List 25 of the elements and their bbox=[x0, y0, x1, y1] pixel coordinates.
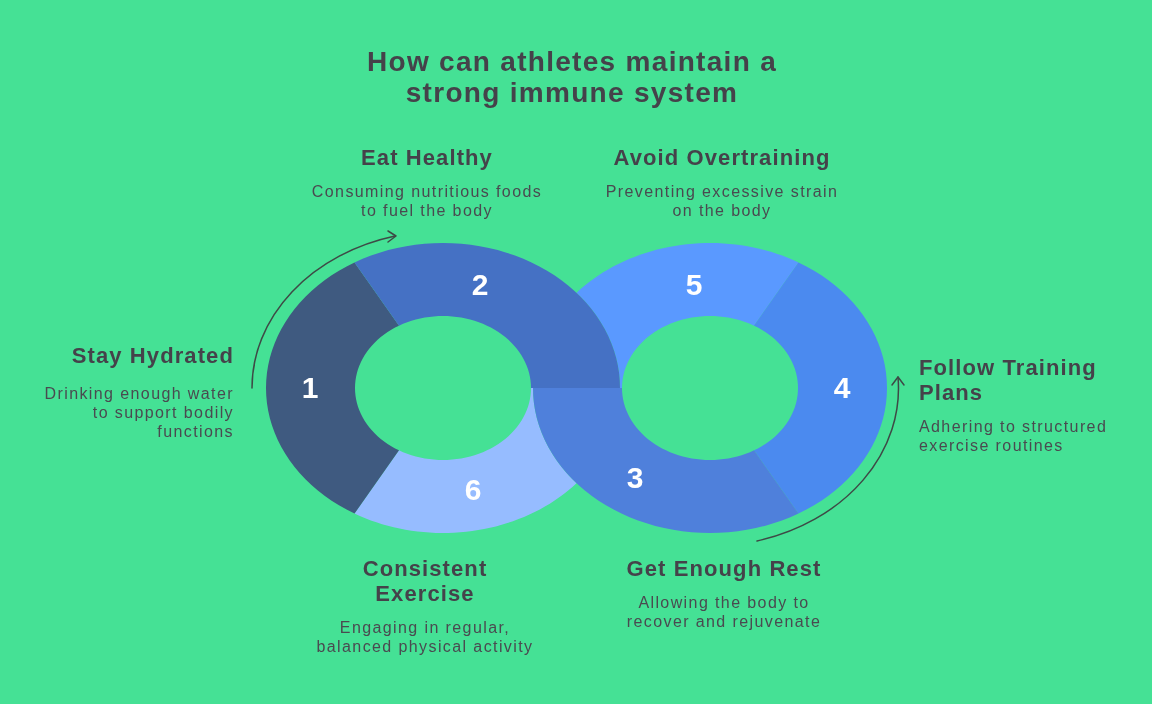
step-heading: Follow Training Plans bbox=[919, 355, 1098, 405]
step-number: 1 bbox=[301, 373, 319, 403]
ring-segment bbox=[576, 243, 799, 388]
ring-segment bbox=[266, 262, 399, 514]
step-number: 3 bbox=[626, 463, 644, 493]
ring-segment bbox=[533, 388, 799, 533]
ring-segment bbox=[354, 243, 620, 388]
ring-segment bbox=[354, 388, 577, 533]
step-number: 4 bbox=[833, 373, 851, 403]
step-description: Allowing the body to recover and rejuvenate bbox=[625, 593, 823, 631]
step-description: Drinking enough water to support bodily functions bbox=[43, 384, 234, 441]
step-description: Preventing excessive strain on the body bbox=[604, 182, 840, 220]
step-description: Consuming nutritious foods to fuel the body bbox=[310, 182, 544, 220]
ring-segment bbox=[754, 262, 887, 514]
step-number: 5 bbox=[685, 270, 703, 300]
title: How can athletes maintain a strong immune system bbox=[365, 46, 779, 108]
step-heading: Get Enough Rest bbox=[625, 556, 823, 581]
step-heading: Consistent Exercise bbox=[361, 556, 489, 606]
step-number: 6 bbox=[464, 475, 482, 505]
step-description: Engaging in regular, balanced physical activity bbox=[316, 618, 534, 656]
step-heading: Stay Hydrated bbox=[70, 343, 234, 368]
step-heading: Avoid Overtraining bbox=[612, 145, 832, 170]
step-description: Adhering to structured exercise routines bbox=[919, 417, 1109, 455]
step-number: 2 bbox=[471, 270, 489, 300]
step-heading: Eat Healthy bbox=[360, 145, 494, 170]
